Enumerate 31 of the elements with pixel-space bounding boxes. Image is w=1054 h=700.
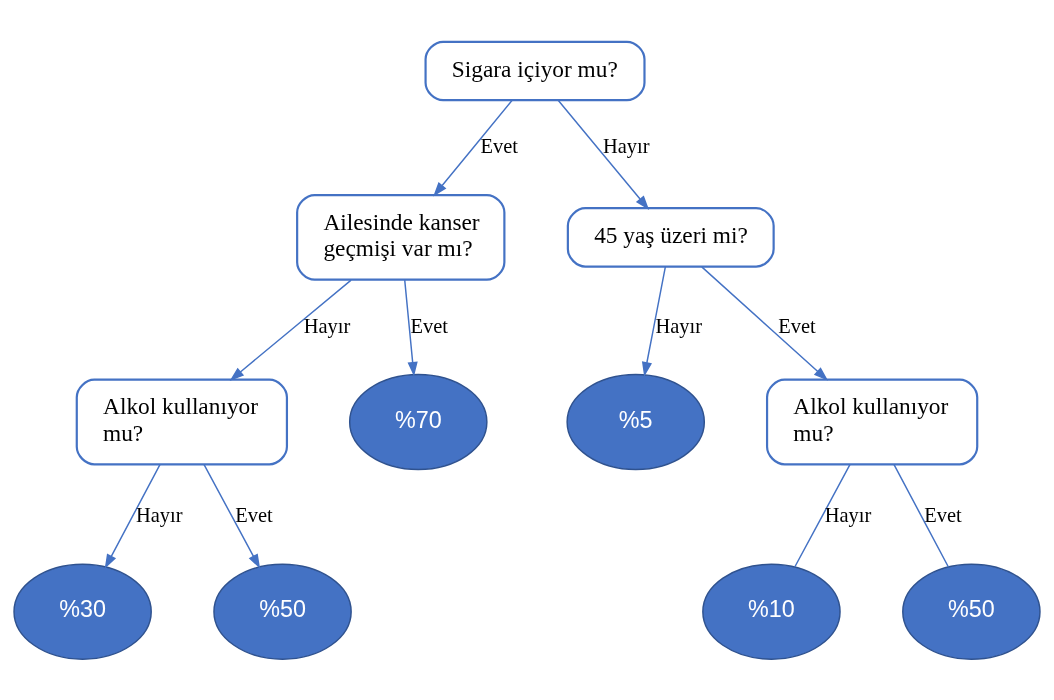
node-box: Alkol kullanıyor mu? [765, 378, 979, 465]
edge-label: Evet [480, 134, 518, 157]
node-box: 45 yaş üzeri mi? [566, 206, 775, 268]
arrow [701, 265, 829, 381]
node-ellipse: %30 [13, 563, 152, 660]
arrow [404, 278, 418, 377]
edge-label: Hayır [135, 503, 183, 526]
node-box: Alkol kullanıyor mu? [75, 378, 289, 465]
edge-label: Hayır [655, 314, 703, 337]
edge-label: Evet [410, 314, 448, 337]
node-ellipse: %10 [702, 563, 841, 660]
edge-label: Hayır [303, 314, 351, 337]
node-box: Ailesinde kanser geçmişi var mı? [296, 193, 506, 281]
arrow [203, 463, 261, 569]
node-ellipse: %50 [902, 563, 1041, 660]
edge-label: Evet [235, 503, 273, 526]
node-ellipse: %5 [566, 373, 706, 470]
edge-label: Hayır [824, 503, 872, 526]
arrow [104, 463, 161, 569]
connector [794, 463, 851, 567]
arrow [641, 265, 667, 377]
connector [893, 463, 949, 567]
arrow [557, 99, 650, 210]
edge-label: Evet [778, 314, 816, 337]
node-ellipse: %50 [213, 563, 352, 660]
edge-label: Evet [924, 503, 962, 526]
edge-label: Hayır [602, 134, 650, 157]
arrow [229, 278, 352, 381]
node-box: Sigara içiyor mu? [424, 40, 646, 101]
node-ellipse: %70 [348, 373, 488, 470]
arrow [433, 99, 513, 196]
